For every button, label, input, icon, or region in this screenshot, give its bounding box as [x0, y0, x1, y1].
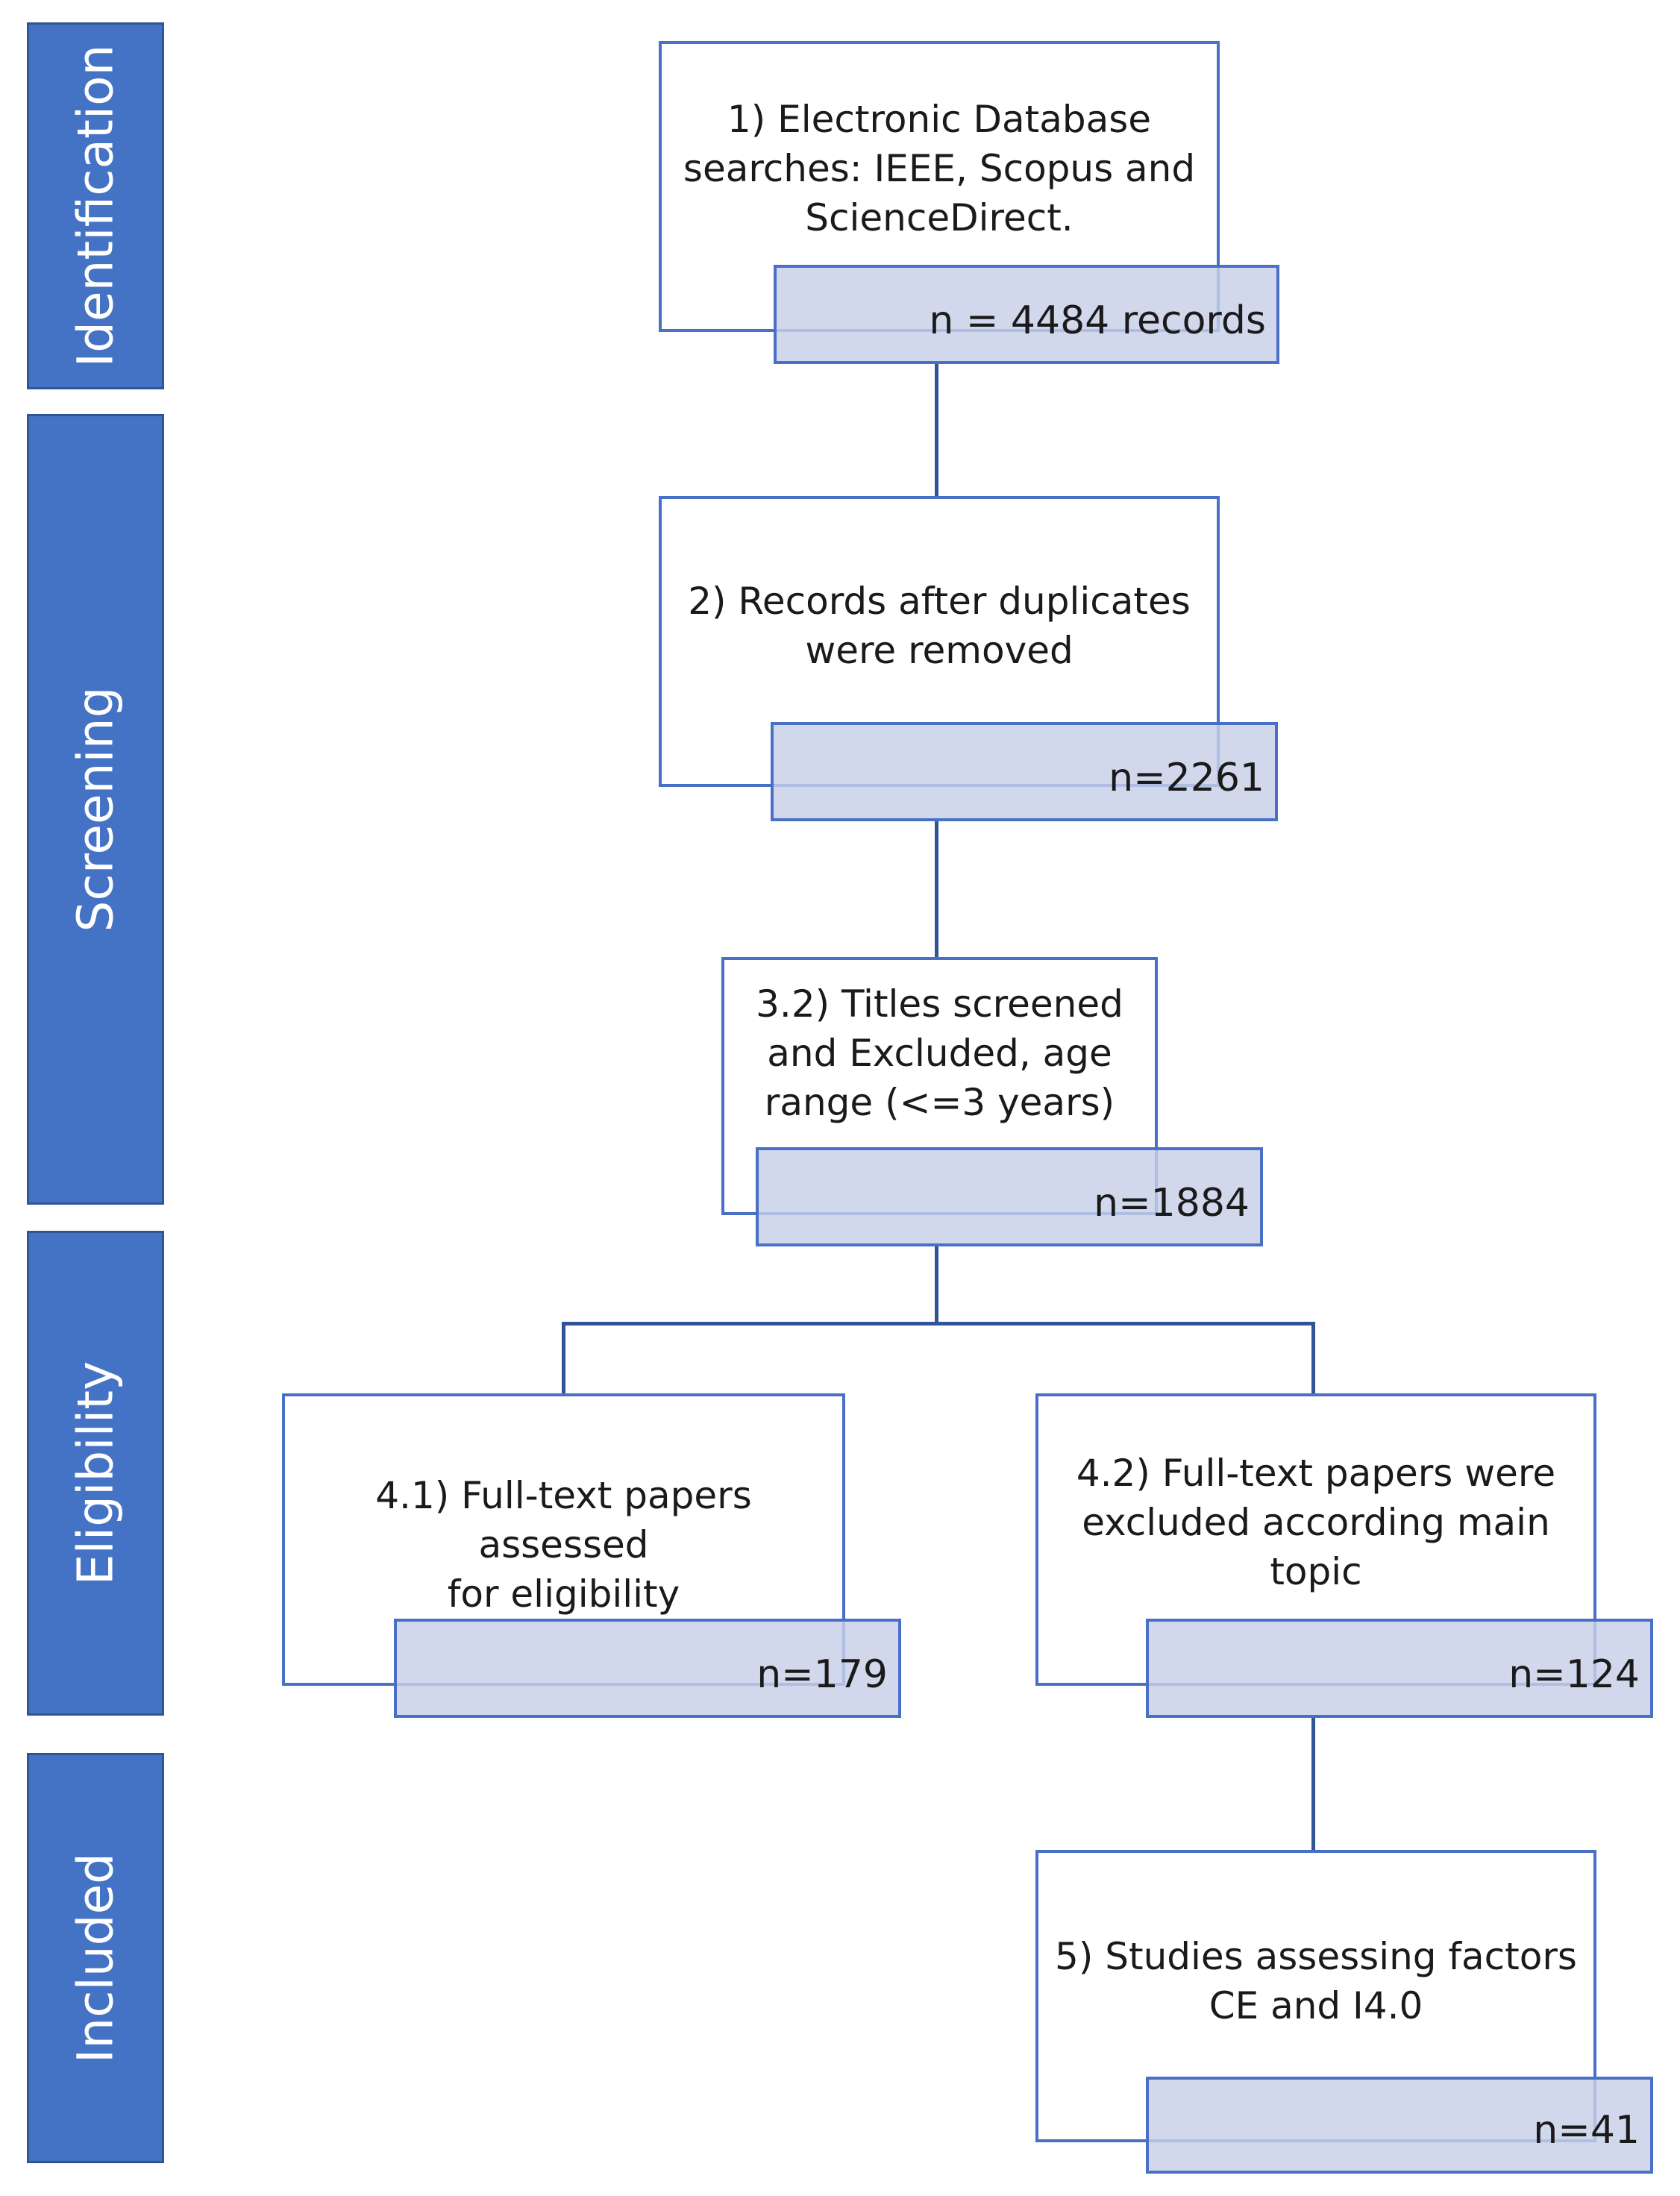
step-4-1-count: n=179	[756, 1652, 888, 1697]
step-3-line-3: range (<=3 years)	[764, 1081, 1115, 1124]
step-4-1-line-2: for eligibility	[447, 1572, 680, 1616]
connector-4-2-5	[1311, 1717, 1315, 1851]
step-1-text: 1) Electronic Database searches: IEEE, S…	[662, 95, 1217, 242]
step-3-count: n=1884	[1094, 1181, 1250, 1226]
phase-included-label: Included	[66, 1852, 125, 2064]
step-1-line-1: 1) Electronic Database	[727, 98, 1152, 141]
phase-eligibility: Eligibility	[27, 1231, 164, 1716]
step-4-1-line-1: 4.1) Full-text papers assessed	[375, 1474, 752, 1566]
connector-split-right	[1311, 1322, 1315, 1395]
phase-included: Included	[27, 1753, 164, 2163]
step-3-line-2: and Excluded, age	[767, 1032, 1112, 1075]
step-4-1-text: 4.1) Full-text papers assessed for eligi…	[285, 1471, 842, 1619]
step-2-line-1: 2) Records after duplicates	[688, 580, 1191, 623]
step-4-2-text: 4.2) Full-text papers were excluded acco…	[1038, 1449, 1593, 1596]
step-4-1-count-box: n=179	[394, 1619, 901, 1718]
phase-eligibility-label: Eligibility	[66, 1361, 125, 1586]
connector-1-2	[935, 362, 938, 498]
step-2-text: 2) Records after duplicates were removed	[662, 577, 1217, 675]
step-5-count-box: n=41	[1146, 2077, 1653, 2174]
step-1-line-3: ScienceDirect.	[805, 196, 1073, 239]
step-2-count-box: n=2261	[771, 722, 1278, 821]
step-3-line-1: 3.2) Titles screened	[756, 982, 1123, 1026]
connector-split-left	[562, 1322, 565, 1395]
step-5-text: 5) Studies assessing factors CE and I4.0	[1038, 1932, 1593, 2030]
step-4-2-count: n=124	[1508, 1652, 1640, 1697]
step-3-count-box: n=1884	[756, 1147, 1263, 1246]
connector-split-horizontal	[562, 1322, 1315, 1326]
step-4-2-line-1: 4.2) Full-text papers were	[1076, 1452, 1556, 1495]
connector-3-split	[935, 1243, 938, 1324]
step-1-count-box: n = 4484 records	[774, 265, 1279, 364]
step-3-text: 3.2) Titles screened and Excluded, age r…	[724, 979, 1155, 1127]
phase-screening-label: Screening	[66, 686, 125, 932]
step-1-line-2: searches: IEEE, Scopus and	[683, 147, 1196, 190]
step-4-2-line-2: excluded according main	[1082, 1501, 1550, 1544]
step-5-line-1: 5) Studies assessing factors	[1055, 1935, 1577, 1978]
connector-2-3	[935, 818, 938, 958]
step-2-count: n=2261	[1109, 756, 1264, 800]
step-5-count: n=41	[1533, 2108, 1640, 2153]
step-1-count: n = 4484 records	[929, 298, 1266, 343]
step-4-2-count-box: n=124	[1146, 1619, 1653, 1718]
step-2-line-2: were removed	[805, 629, 1073, 672]
step-4-2-line-3: topic	[1270, 1550, 1362, 1593]
phase-screening: Screening	[27, 414, 164, 1205]
phase-identification: Identification	[27, 22, 164, 389]
step-5-line-2: CE and I4.0	[1209, 1984, 1423, 2027]
phase-identification-label: Identification	[66, 44, 125, 368]
